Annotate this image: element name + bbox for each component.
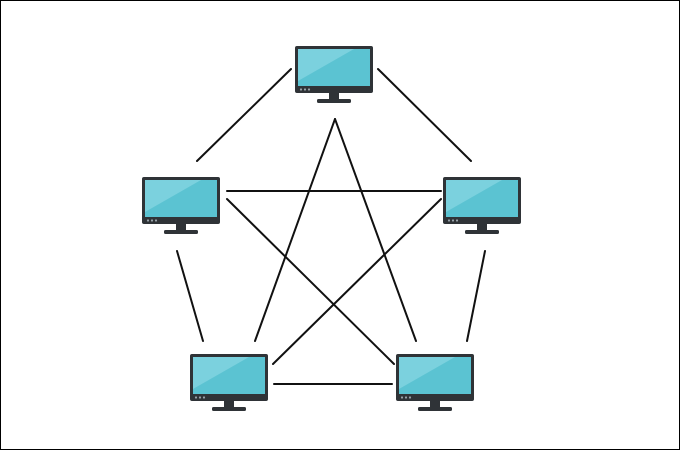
monitor-neck	[329, 93, 339, 99]
indicator-light	[194, 396, 198, 399]
monitor-neck	[176, 224, 186, 230]
indicator-light	[146, 219, 150, 222]
computer-nodes	[142, 46, 521, 411]
link-left-to-bottom-left	[176, 250, 204, 342]
monitor-base	[212, 407, 246, 411]
indicator-light	[150, 219, 154, 222]
screen-glare	[145, 180, 201, 212]
link-top-to-left	[196, 68, 292, 162]
link-top-to-bottom-right	[334, 118, 417, 342]
indicator-light	[303, 88, 307, 91]
link-top-to-bottom-left	[254, 118, 336, 342]
indicator-light	[299, 88, 303, 91]
monitor-icon-top	[295, 46, 373, 103]
link-right-to-bottom-right	[466, 250, 486, 342]
monitor-base	[164, 230, 198, 234]
connection-lines	[176, 68, 486, 385]
monitor-base	[418, 407, 452, 411]
link-left-to-bottom-right	[226, 198, 395, 365]
indicator-light	[307, 88, 311, 91]
monitor-neck	[477, 224, 487, 230]
monitor-neck	[430, 401, 440, 407]
indicator-light	[404, 396, 408, 399]
screen-glare	[298, 49, 354, 81]
link-right-to-bottom-left	[272, 198, 442, 365]
screen-glare	[193, 357, 249, 389]
monitor-neck	[224, 401, 234, 407]
indicator-light	[447, 219, 451, 222]
link-top-to-right	[377, 68, 472, 162]
indicator-light	[400, 396, 404, 399]
monitor-base	[317, 99, 351, 103]
indicator-light	[154, 219, 158, 222]
indicator-light	[408, 396, 412, 399]
monitor-icon-bottom-right	[396, 354, 474, 411]
indicator-light	[198, 396, 202, 399]
indicator-light	[451, 219, 455, 222]
monitor-icon-right	[443, 177, 521, 234]
screen-glare	[446, 180, 502, 212]
indicator-light	[202, 396, 206, 399]
indicator-light	[455, 219, 459, 222]
monitor-icon-bottom-left	[190, 354, 268, 411]
monitor-base	[465, 230, 499, 234]
monitor-icon-left	[142, 177, 220, 234]
screen-glare	[399, 357, 455, 389]
